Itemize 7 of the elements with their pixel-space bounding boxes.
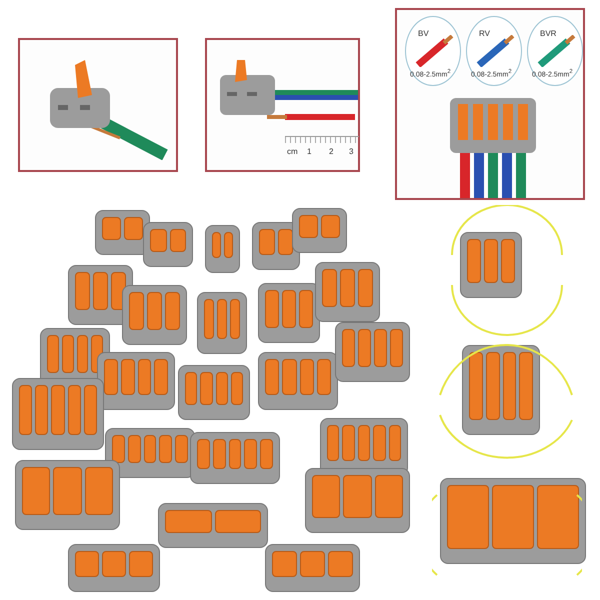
wire-type-label: BVR [540,29,556,38]
scale-number: 1 [307,147,312,156]
scale-number: 3 [349,147,354,156]
scale-number: cm [287,147,298,156]
wire-type-label: RV [479,29,490,38]
wire-type-label: BV [418,29,429,38]
scale-number: 2 [329,147,334,156]
